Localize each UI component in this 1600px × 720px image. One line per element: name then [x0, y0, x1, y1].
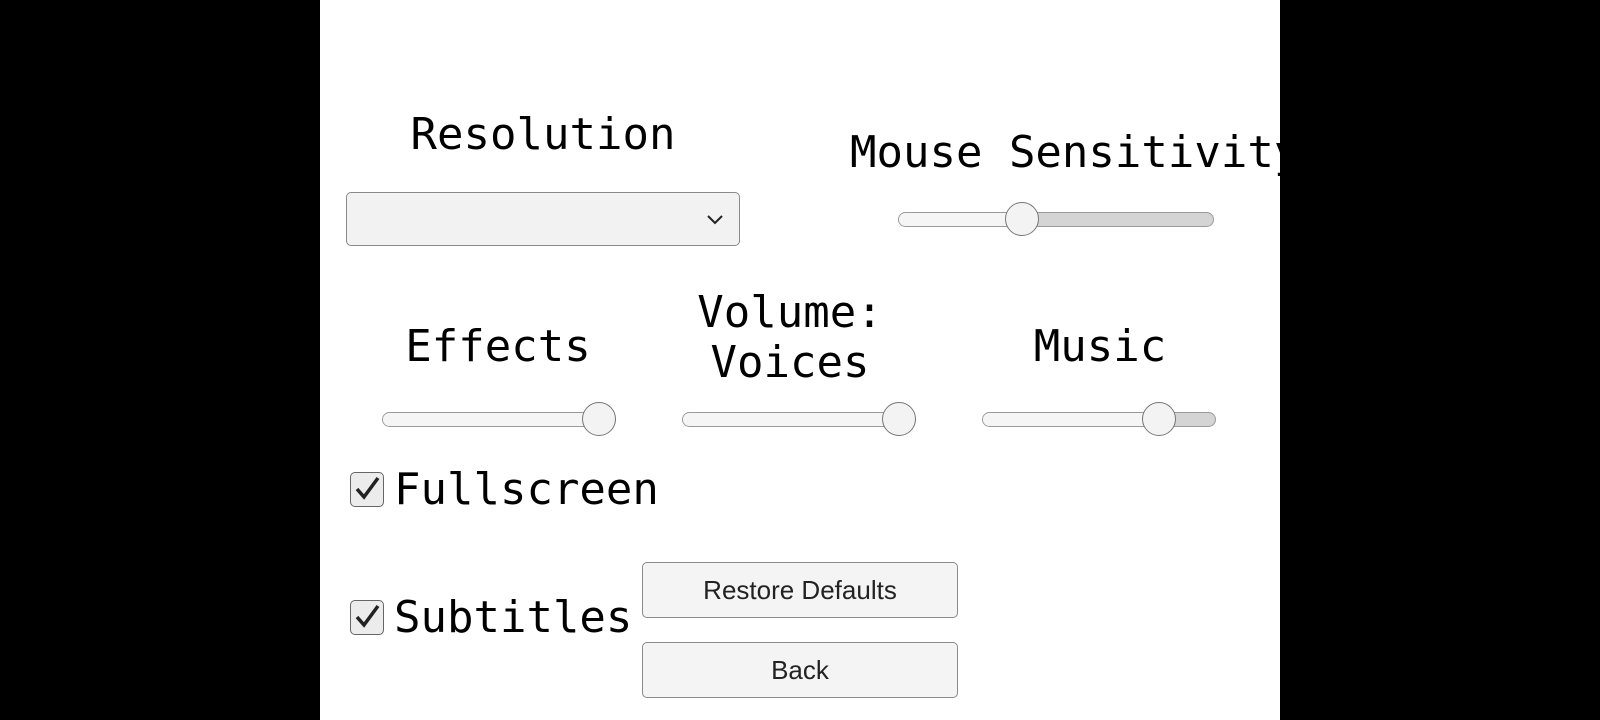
slider-handle[interactable]	[882, 402, 916, 436]
effects-slider[interactable]	[382, 402, 616, 436]
slider-handle[interactable]	[1005, 202, 1040, 236]
slider-fill	[683, 413, 900, 426]
resolution-dropdown[interactable]	[346, 192, 740, 246]
restore-defaults-button[interactable]: Restore Defaults	[642, 562, 958, 618]
music-slider[interactable]	[982, 402, 1216, 436]
slider-track	[982, 412, 1216, 427]
effects-label: Effects	[405, 321, 591, 372]
slider-track	[682, 412, 916, 427]
subtitles-label: Subtitles	[394, 592, 633, 643]
fullscreen-checkbox[interactable]	[350, 472, 384, 507]
chevron-down-icon	[707, 215, 723, 225]
checkmark-icon	[355, 604, 380, 628]
subtitles-checkbox[interactable]	[350, 600, 384, 635]
mouse-sensitivity-slider[interactable]	[898, 202, 1214, 236]
slider-fill	[983, 413, 1160, 426]
voices-label: Voices	[710, 337, 870, 388]
settings-panel: Resolution Mouse Sensitivity Effects Vol…	[320, 0, 1301, 720]
slider-fill	[899, 213, 1024, 226]
back-button[interactable]: Back	[642, 642, 958, 698]
slider-track	[898, 212, 1214, 227]
music-label: Music	[1033, 321, 1167, 372]
volume-heading: Volume:	[697, 287, 883, 338]
resolution-label: Resolution	[410, 109, 676, 160]
slider-handle[interactable]	[582, 402, 616, 436]
voices-slider[interactable]	[682, 402, 916, 436]
slider-track	[382, 412, 616, 427]
mouse-sensitivity-label: Mouse Sensitivity	[850, 127, 1301, 178]
checkmark-icon	[355, 476, 380, 500]
slider-handle[interactable]	[1142, 402, 1176, 436]
fullscreen-label: Fullscreen	[394, 464, 659, 515]
slider-fill	[383, 413, 600, 426]
